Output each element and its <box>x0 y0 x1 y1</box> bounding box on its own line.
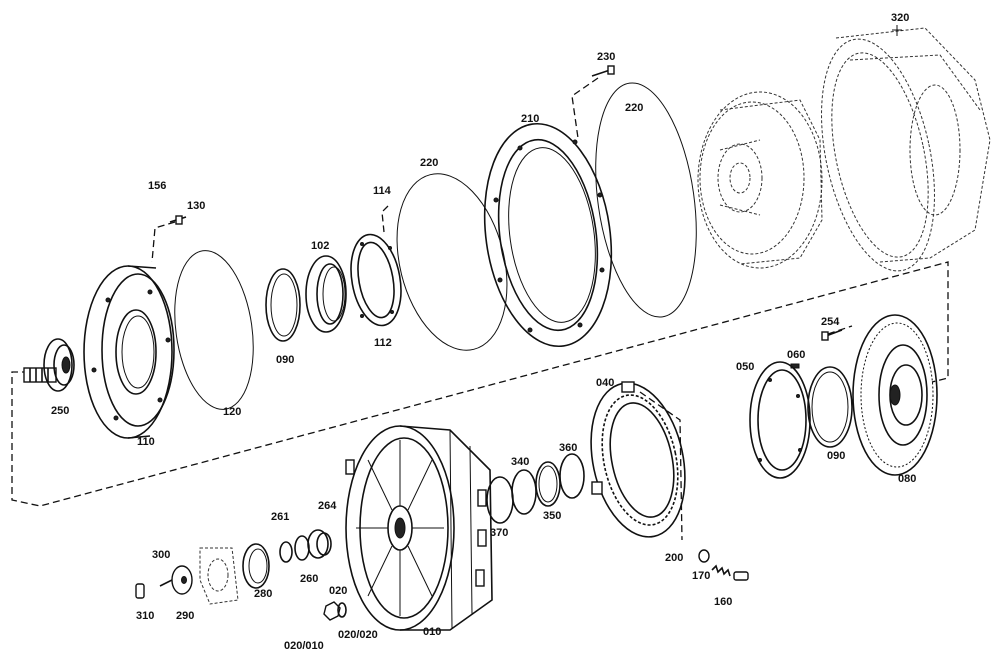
ring-370 <box>486 476 514 524</box>
seal-280-inner <box>248 548 268 584</box>
gasket-220-right <box>595 82 697 318</box>
cover-110 <box>83 265 175 439</box>
part-label-320: 320 <box>891 12 910 24</box>
assembly-guide-line <box>11 261 949 507</box>
leader-156 <box>151 221 176 263</box>
leader-114 <box>381 205 389 233</box>
bearing-260 <box>279 529 332 563</box>
part-label-260: 260 <box>300 573 319 585</box>
ring-360 <box>559 453 585 499</box>
part-label-110: 110 <box>137 436 155 448</box>
part-label-220: 220 <box>420 157 439 169</box>
ring-340 <box>511 469 537 515</box>
screw-130 <box>169 215 187 225</box>
part-label-170: 170 <box>692 570 711 582</box>
part-label-060: 060 <box>787 349 806 361</box>
part-label-120: 120 <box>223 406 242 418</box>
spring-170 <box>698 549 749 581</box>
part-label-254: 254 <box>821 316 840 328</box>
part-label-280: 280 <box>254 588 273 600</box>
part-label-340: 340 <box>511 456 530 468</box>
part-label-090: 090 <box>827 450 846 462</box>
part-label-360: 360 <box>559 442 578 454</box>
gasket-120 <box>174 250 254 410</box>
plug-020 <box>323 601 347 621</box>
part-label-350: 350 <box>543 510 562 522</box>
part-label-200: 200 <box>665 552 684 564</box>
seal-280 <box>242 543 270 589</box>
part-label-156: 156 <box>148 180 167 192</box>
part-label-080: 080 <box>898 473 917 485</box>
ring-350 <box>535 461 561 507</box>
part-label-020-020: 020/020 <box>338 629 378 641</box>
output-flange-250 <box>23 338 75 392</box>
snap-ring-090 <box>265 268 301 342</box>
flange-ring-210 <box>483 122 613 348</box>
pump-gears <box>199 547 239 605</box>
part-label-102: 102 <box>311 240 330 252</box>
screw-300 <box>159 579 173 587</box>
ring-350-inner <box>538 465 558 503</box>
part-label-230: 230 <box>597 51 616 63</box>
part-label-220: 220 <box>625 102 644 114</box>
bearing-102 <box>305 255 347 333</box>
part-label-114: 114 <box>373 185 391 197</box>
torque-converter <box>697 91 823 269</box>
pump-housing-010 <box>345 425 493 631</box>
leader-040 <box>639 391 683 541</box>
gasket-220-middle <box>396 173 508 351</box>
part-label-160: 160 <box>714 596 733 608</box>
part-label-310: 310 <box>136 610 155 622</box>
part-label-290: 290 <box>176 610 195 622</box>
part-label-040: 040 <box>596 377 615 389</box>
snap-ring-090-right <box>807 366 853 448</box>
ring-112 <box>350 233 402 327</box>
cap-290-hole <box>181 576 187 584</box>
bolt-230 <box>591 65 615 77</box>
part-label-020: 020 <box>329 585 348 597</box>
housing-320 <box>821 25 991 272</box>
part-label-020-010: 020/010 <box>284 640 324 652</box>
part-label-264: 264 <box>318 500 337 512</box>
bolt-254 <box>821 329 843 341</box>
part-label-370: 370 <box>490 527 509 539</box>
snap-ring-090-inner <box>270 273 298 337</box>
part-label-261: 261 <box>271 511 290 523</box>
part-label-090: 090 <box>276 354 295 366</box>
leader-230 <box>571 77 599 139</box>
part-label-210: 210 <box>521 113 540 125</box>
clutch-disc-080 <box>852 314 938 476</box>
gear-ring-040 <box>590 381 686 538</box>
part-label-050: 050 <box>736 361 755 373</box>
plate-050 <box>749 361 811 479</box>
part-label-250: 250 <box>51 405 70 417</box>
part-label-300: 300 <box>152 549 171 561</box>
part-label-010: 010 <box>423 626 442 638</box>
washer-310 <box>135 583 145 599</box>
part-label-130: 130 <box>187 200 206 212</box>
part-label-112: 112 <box>374 337 392 349</box>
snap-ring-090-right-inner <box>811 371 849 443</box>
